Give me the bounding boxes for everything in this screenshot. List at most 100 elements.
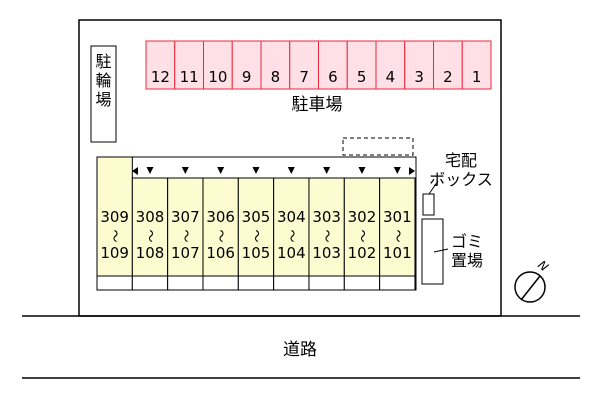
- parking-space-number: 3: [414, 68, 424, 86]
- unit-column: 309 ～ 109: [96, 156, 133, 291]
- parking-space-number: 1: [472, 68, 482, 86]
- unit-range-mark: ～: [319, 229, 334, 242]
- door-arrow-icon: [252, 167, 260, 174]
- parking-space-box: [145, 40, 176, 90]
- parking-space: 3: [404, 40, 434, 90]
- unit-balcony: [167, 275, 204, 291]
- unit-box: [167, 177, 204, 277]
- parking-space-number: 10: [208, 68, 227, 86]
- unit-box: [379, 177, 416, 277]
- bicycle-parking-char: 場: [95, 90, 111, 109]
- unit-column: 306 ～ 106: [202, 177, 239, 291]
- unit-number-top: 301: [383, 208, 412, 226]
- unit-number-bottom: 109: [100, 244, 129, 262]
- parking-space: 8: [260, 40, 291, 90]
- unit-box: [96, 156, 133, 277]
- unit-column: 301 ～ 101: [379, 177, 416, 291]
- parking-label: 駐車場: [292, 95, 343, 115]
- unit-number-bottom: 108: [136, 244, 165, 262]
- parking-space-box: [346, 40, 377, 90]
- parking-space-number: 7: [299, 68, 309, 86]
- door-arrow-icon: [181, 167, 189, 174]
- door-arrow-icon: [287, 167, 295, 174]
- parking-space-box: [433, 40, 463, 90]
- parking-space-number: 9: [242, 68, 252, 86]
- unit-balcony: [273, 275, 310, 291]
- unit-number-top: 305: [242, 208, 271, 226]
- parking-space: 2: [433, 40, 463, 90]
- unit-range-mark: ～: [177, 229, 192, 242]
- entrance-arrow-icon: [409, 167, 415, 175]
- unit-number-bottom: 102: [348, 244, 377, 262]
- unit-balcony: [131, 275, 169, 291]
- unit-range-mark: ～: [248, 229, 263, 242]
- unit-number-bottom: 107: [171, 244, 200, 262]
- garbage-area: ゴミ 置場: [421, 218, 483, 285]
- road-label: 道路: [283, 340, 317, 360]
- unit-balcony: [308, 275, 345, 291]
- parking-space-number: 4: [386, 68, 396, 86]
- parking-space-number: 5: [357, 68, 367, 86]
- parking-space-number: 6: [328, 68, 338, 86]
- unit-balcony: [237, 275, 275, 291]
- north-label: N: [535, 258, 551, 275]
- bicycle-parking-box: [90, 45, 117, 143]
- parking-space: 1: [461, 40, 492, 90]
- unit-range-mark: ～: [389, 229, 404, 242]
- parking-space: 12: [145, 40, 176, 90]
- unit-number-top: 308: [136, 208, 165, 226]
- unit-range-mark: ～: [354, 229, 369, 242]
- unit-box: [343, 177, 381, 277]
- unit-number-top: 306: [206, 208, 235, 226]
- unit-columns: 309 ～ 109 308 ～ 108 307 ～ 107 306 ～ 106 305 ～ 105 304 ～ 1…: [96, 156, 416, 291]
- door-arrow-icon: [146, 167, 154, 174]
- garbage-label-line1: ゴミ: [451, 232, 483, 251]
- parking-space-box: [404, 40, 434, 90]
- unit-box: [273, 177, 310, 277]
- unit-column: 305 ～ 105: [237, 177, 275, 291]
- delivery-box-label-line1: 宅配: [445, 151, 477, 170]
- door-arrow-icon: [358, 167, 366, 174]
- unit-number-bottom: 106: [206, 244, 235, 262]
- delivery-box-shape: [422, 193, 435, 216]
- unit-column: 302 ～ 102: [343, 177, 381, 291]
- parking-space: 10: [203, 40, 233, 90]
- unit-balcony: [343, 275, 381, 291]
- parking-space-box: [461, 40, 492, 90]
- delivery-box-leader: [428, 180, 439, 195]
- unit-box: [237, 177, 275, 277]
- unit-number-top: 304: [277, 208, 306, 226]
- bicycle-parking-char: 輪: [95, 71, 111, 90]
- unit-column: 304～104: [273, 177, 310, 291]
- unit-number-top: 302: [348, 208, 377, 226]
- parking-space-number: 8: [271, 68, 281, 86]
- apartment-building: 309 ～ 109 308 ～ 108 307 ～ 107 306 ～ 106 305 ～ 105 304 ～ 1…: [96, 156, 417, 291]
- unit-number-top: 307: [171, 208, 200, 226]
- unit-number-top: 303: [312, 208, 341, 226]
- parking-space: 4: [375, 40, 406, 90]
- unit-balcony: [96, 275, 133, 291]
- parking-space-number: 12: [151, 68, 170, 86]
- delivery-box-label-line2: ボックス: [429, 170, 493, 189]
- unit-range-mark: ～: [213, 229, 228, 242]
- parking-space: 5: [346, 40, 377, 90]
- door-arrows: [132, 167, 415, 175]
- unit-box: [202, 177, 239, 277]
- unit-range-mark: ～: [283, 229, 298, 242]
- unit-number-bottom: 105: [242, 244, 271, 262]
- unit-box: [308, 177, 345, 277]
- parking-space: 6: [318, 40, 348, 90]
- garbage-leader: [433, 248, 449, 253]
- garbage-area-box: [421, 218, 444, 285]
- unit-number-top: 309: [100, 208, 129, 226]
- unit-column: 303 ～ 103: [308, 177, 345, 291]
- unit-range-mark: ～: [107, 229, 122, 242]
- entrance-arrow-icon: [132, 167, 138, 175]
- unit-number-bottom: 103: [312, 244, 341, 262]
- delivery-box: 宅配 ボックス: [422, 151, 493, 216]
- unit-balcony: [379, 275, 416, 291]
- corridor: [130, 156, 417, 179]
- unit-number-bottom: 101: [383, 244, 412, 262]
